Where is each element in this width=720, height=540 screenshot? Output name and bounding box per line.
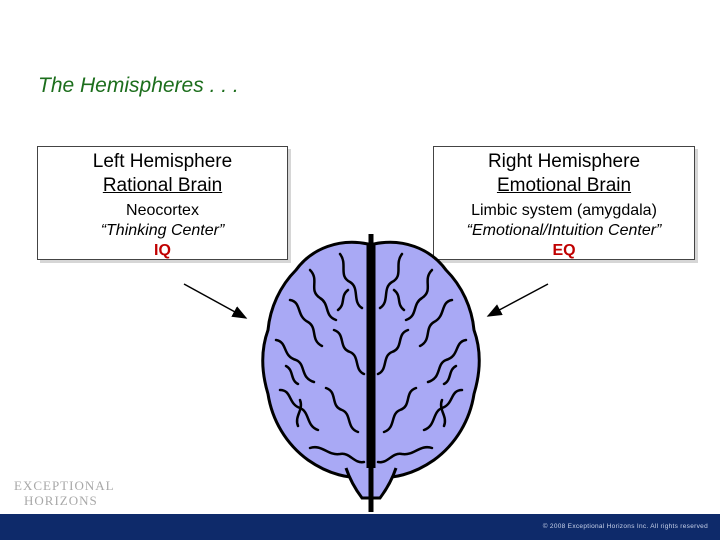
footer-bar: © 2008 Exceptional Horizons Inc. All rig… — [0, 514, 720, 540]
left-arrow — [184, 284, 246, 318]
company-logo: EXCEPTIONAL HORIZONS — [14, 478, 115, 509]
logo-line1: EXCEPTIONAL — [14, 478, 115, 494]
brain-icon — [250, 230, 490, 515]
footer-copyright: © 2008 Exceptional Horizons Inc. All rig… — [543, 523, 708, 530]
logo-line2: HORIZONS — [24, 493, 115, 509]
right-arrow — [488, 284, 548, 316]
